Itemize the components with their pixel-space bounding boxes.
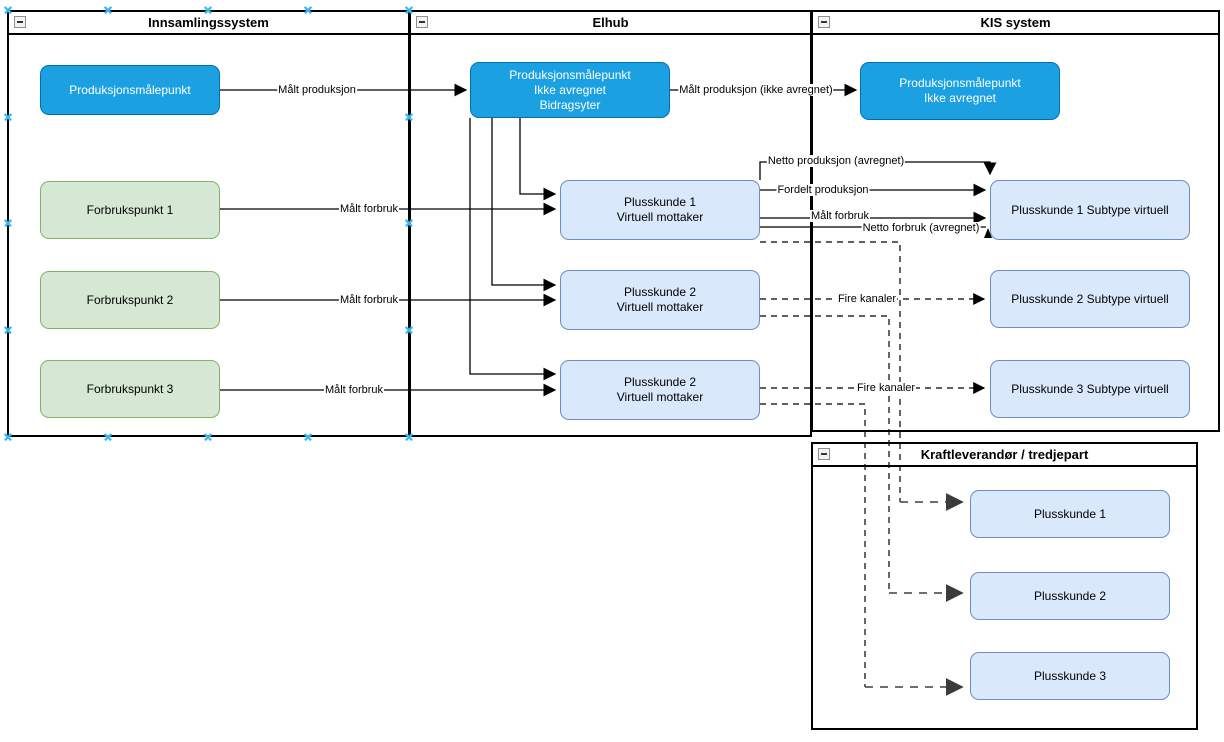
- collapse-icon[interactable]: [416, 16, 428, 28]
- node-produksjonsmalepunkt-kis[interactable]: Produksjonsmålepunkt Ikke avregnet: [860, 62, 1060, 120]
- container-title: Innsamlingssystem: [148, 15, 269, 30]
- container-kraftleverandor-header[interactable]: Kraftleverandør / tredjepart: [813, 444, 1196, 467]
- node-label: Bidragsyter: [539, 97, 601, 112]
- node-label: Plusskunde 3 Subtype virtuell: [1011, 381, 1169, 396]
- connection-point-icon[interactable]: [304, 6, 312, 14]
- edge-label-malt-forbruk-2[interactable]: Målt forbruk: [338, 294, 400, 306]
- node-label: Produksjonsmålepunkt: [509, 67, 631, 82]
- connection-point-icon[interactable]: [4, 6, 12, 14]
- node-label: Plusskunde 1 Subtype virtuell: [1011, 202, 1169, 217]
- node-plusskunde-3-subtype[interactable]: Plusskunde 3 Subtype virtuell: [990, 360, 1190, 418]
- connection-point-icon[interactable]: [405, 326, 413, 334]
- node-label: Plusskunde 3: [1033, 668, 1107, 683]
- node-label: Ikke avregnet: [923, 91, 997, 105]
- node-label: Plusskunde 2: [623, 285, 697, 299]
- node-label: Virtuell mottaker: [616, 210, 704, 224]
- connection-point-icon[interactable]: [204, 433, 212, 441]
- connection-point-icon[interactable]: [204, 6, 212, 14]
- node-label: Plusskunde 2: [623, 375, 697, 389]
- container-innsamlingssystem-header[interactable]: Innsamlingssystem: [9, 12, 408, 35]
- container-title: Elhub: [592, 15, 629, 30]
- node-plusskunde-1-subtype[interactable]: Plusskunde 1 Subtype virtuell: [990, 180, 1190, 240]
- node-label: Forbrukspunkt 3: [86, 381, 174, 396]
- node-label: Plusskunde 1: [623, 195, 697, 209]
- node-label: Forbrukspunkt 2: [86, 292, 174, 307]
- collapse-icon[interactable]: [818, 448, 830, 460]
- node-plusskunde-1-kraft[interactable]: Plusskunde 1: [970, 490, 1170, 538]
- node-plusskunde-1-elhub[interactable]: Plusskunde 1 Virtuell mottaker: [560, 180, 760, 240]
- connection-point-icon[interactable]: [304, 433, 312, 441]
- connection-point-icon[interactable]: [104, 6, 112, 14]
- edge-label-malt-forbruk-kis[interactable]: Målt forbruk: [809, 210, 871, 222]
- container-elhub-header[interactable]: Elhub: [411, 12, 810, 35]
- edge-label-malt-forbruk-3[interactable]: Målt forbruk: [323, 384, 385, 396]
- node-plusskunde-2-subtype[interactable]: Plusskunde 2 Subtype virtuell: [990, 270, 1190, 328]
- connection-point-icon[interactable]: [104, 433, 112, 441]
- container-title: Kraftleverandør / tredjepart: [920, 447, 1089, 462]
- edge-label-fire-kanaler-1[interactable]: Fire kanaler: [836, 293, 898, 305]
- edge-label-netto-forbruk[interactable]: Netto forbruk (avregnet): [861, 222, 981, 234]
- edge-label-fordelt-produksjon[interactable]: Fordelt produksjon: [776, 184, 870, 196]
- connection-point-icon[interactable]: [4, 433, 12, 441]
- node-forbrukspunkt-1[interactable]: Forbrukspunkt 1: [40, 181, 220, 239]
- connection-point-icon[interactable]: [4, 113, 12, 121]
- node-plusskunde-3-kraft[interactable]: Plusskunde 3: [970, 652, 1170, 700]
- edge-label-malt-produksjon[interactable]: Målt produksjon: [277, 84, 357, 96]
- connection-point-icon[interactable]: [4, 219, 12, 227]
- node-produksjonsmalepunkt-elhub[interactable]: Produksjonsmålepunkt Ikke avregnet Bidra…: [470, 62, 670, 118]
- edge-label-malt-forbruk-1[interactable]: Målt forbruk: [338, 203, 400, 215]
- node-label: Plusskunde 2: [1033, 588, 1107, 603]
- edge-label-fire-kanaler-2[interactable]: Fire kanaler: [855, 382, 917, 394]
- node-label: Produksjonsmålepunkt: [899, 76, 1021, 90]
- node-plusskunde-3-elhub[interactable]: Plusskunde 2 Virtuell mottaker: [560, 360, 760, 420]
- connection-point-icon[interactable]: [405, 113, 413, 121]
- node-label: Forbrukspunkt 1: [86, 202, 174, 217]
- collapse-icon[interactable]: [14, 16, 26, 28]
- collapse-icon[interactable]: [818, 16, 830, 28]
- connection-point-icon[interactable]: [4, 326, 12, 334]
- node-label: Produksjonsmålepunkt: [69, 82, 191, 97]
- node-plusskunde-2-kraft[interactable]: Plusskunde 2: [970, 572, 1170, 620]
- node-label: Plusskunde 2 Subtype virtuell: [1011, 291, 1169, 306]
- node-forbrukspunkt-2[interactable]: Forbrukspunkt 2: [40, 271, 220, 329]
- node-plusskunde-2-elhub[interactable]: Plusskunde 2 Virtuell mottaker: [560, 270, 760, 330]
- connection-point-icon[interactable]: [405, 433, 413, 441]
- node-label: Virtuell mottaker: [616, 390, 704, 404]
- node-produksjonsmalepunkt-innsamling[interactable]: Produksjonsmålepunkt: [40, 65, 220, 115]
- node-label: Ikke avregnet: [533, 82, 607, 97]
- container-title: KIS system: [980, 15, 1051, 30]
- node-forbrukspunkt-3[interactable]: Forbrukspunkt 3: [40, 360, 220, 418]
- node-label: Virtuell mottaker: [616, 300, 704, 314]
- connection-point-icon[interactable]: [405, 6, 413, 14]
- connection-point-icon[interactable]: [405, 219, 413, 227]
- edge-label-malt-produksjon-ikke-avregnet[interactable]: Målt produksjon (ikke avregnet): [678, 84, 834, 96]
- node-label: Plusskunde 1: [1033, 506, 1107, 521]
- edge-label-netto-produksjon[interactable]: Netto produksjon (avregnet): [766, 155, 906, 167]
- container-kis-header[interactable]: KIS system: [813, 12, 1218, 35]
